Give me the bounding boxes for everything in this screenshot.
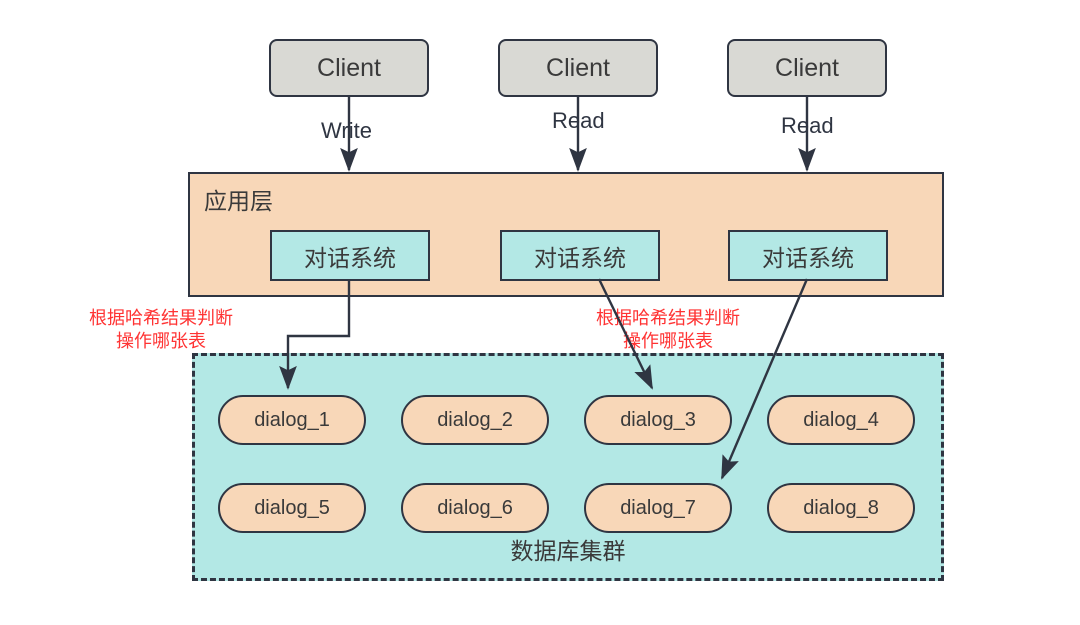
annotation-line-1: 根据哈希结果判断 <box>596 308 740 328</box>
database-cluster-box: dialog_1 dialog_2 dialog_3 dialog_4 dial… <box>192 353 944 581</box>
dialog-system-box-1[interactable]: 对话系统 <box>270 230 430 281</box>
annotation-hash-right: 根据哈希结果判断 操作哪张表 <box>573 307 763 353</box>
dialog-system-box-2[interactable]: 对话系统 <box>500 230 660 281</box>
edge-label-read-1: Read <box>548 108 609 134</box>
dialog-node-2[interactable]: dialog_2 <box>401 395 549 445</box>
dialog-node-5[interactable]: dialog_5 <box>218 483 366 533</box>
edge-label-write: Write <box>317 118 376 144</box>
dialog-node-label: dialog_5 <box>254 496 330 519</box>
dialog-system-label: 对话系统 <box>304 244 396 271</box>
dialog-node-label: dialog_7 <box>620 496 696 519</box>
client-box-2[interactable]: Client <box>498 39 658 97</box>
annotation-line-1: 根据哈希结果判断 <box>89 308 233 328</box>
client-box-3[interactable]: Client <box>727 39 887 97</box>
client-label: Client <box>775 53 839 82</box>
client-box-1[interactable]: Client <box>269 39 429 97</box>
dialog-node-label: dialog_4 <box>803 408 879 431</box>
dialog-node-1[interactable]: dialog_1 <box>218 395 366 445</box>
dialog-system-box-3[interactable]: 对话系统 <box>728 230 888 281</box>
dialog-node-3[interactable]: dialog_3 <box>584 395 732 445</box>
client-label: Client <box>317 53 381 82</box>
dialog-system-label: 对话系统 <box>762 244 854 271</box>
dialog-node-4[interactable]: dialog_4 <box>767 395 915 445</box>
dialog-node-7[interactable]: dialog_7 <box>584 483 732 533</box>
dialog-node-label: dialog_1 <box>254 408 330 431</box>
dialog-node-label: dialog_3 <box>620 408 696 431</box>
dialog-node-8[interactable]: dialog_8 <box>767 483 915 533</box>
dialog-node-6[interactable]: dialog_6 <box>401 483 549 533</box>
dialog-node-label: dialog_2 <box>437 408 513 431</box>
application-layer-box: 应用层 对话系统 对话系统 对话系统 <box>188 172 944 297</box>
application-layer-title: 应用层 <box>204 188 273 214</box>
annotation-line-2: 操作哪张表 <box>623 331 713 351</box>
client-label: Client <box>546 53 610 82</box>
dialog-node-label: dialog_8 <box>803 496 879 519</box>
edge-label-read-2: Read <box>777 113 838 139</box>
dialog-system-label: 对话系统 <box>534 244 626 271</box>
dialog-node-label: dialog_6 <box>437 496 513 519</box>
annotation-hash-left: 根据哈希结果判断 操作哪张表 <box>66 307 256 353</box>
annotation-line-2: 操作哪张表 <box>116 331 206 351</box>
database-cluster-title: 数据库集群 <box>510 538 626 564</box>
